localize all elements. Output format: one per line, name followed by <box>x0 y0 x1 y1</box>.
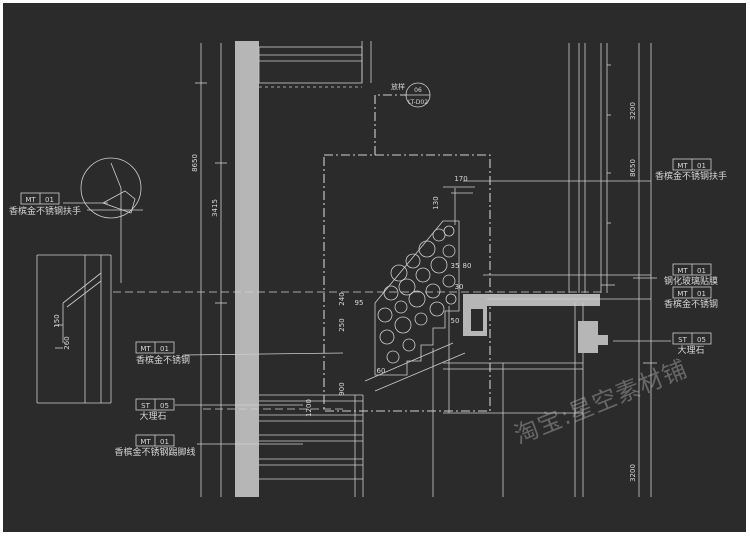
right-handrail-tag-num: 01 <box>697 162 706 170</box>
dim-95: 95 <box>355 299 364 307</box>
dim-right-upper: 3200 <box>629 102 637 120</box>
dim-50: 50 <box>451 317 460 325</box>
dim-170: 170 <box>454 175 467 183</box>
dim-left-detail-b: 260 <box>63 336 71 349</box>
right-steel-tag-num: 01 <box>697 290 706 298</box>
kick-label: 香槟金不锈钢踢脚线 <box>114 446 195 458</box>
dim-left-sub: 3415 <box>211 199 219 217</box>
dim-80: 80 <box>463 262 472 270</box>
dim-60: 60 <box>377 367 386 375</box>
dim-900: 900 <box>338 382 346 395</box>
right-handrail-label: 香槟金不锈钢扶手 <box>655 170 727 182</box>
right-steel-label: 香槟金不锈钢 <box>664 298 718 310</box>
marble-label-left: 大理石 <box>139 410 166 422</box>
dim-30: 30 <box>455 283 464 291</box>
right-marble-tag-num: 05 <box>697 336 706 344</box>
dim-left-detail-a: 150 <box>53 314 61 327</box>
callout-number: 06 <box>414 87 422 94</box>
detail-circle <box>80 157 142 219</box>
handrail-label: 香槟金不锈钢扶手 <box>9 205 81 217</box>
top-slab <box>258 46 363 84</box>
handrail-tag-num: 01 <box>45 196 54 204</box>
glass-label: 钢化玻璃贴膜 <box>664 275 718 287</box>
dim-250: 250 <box>338 318 346 331</box>
linework <box>36 41 671 497</box>
dim-right-lower: 3200 <box>629 464 637 482</box>
glass-tag-code: MT <box>677 267 688 275</box>
marble-tag-num: 05 <box>160 402 169 410</box>
stair-stringer <box>374 220 460 376</box>
steel-label: 香槟金不锈钢 <box>136 354 190 366</box>
landing-slab <box>463 294 600 306</box>
right-handrail-tag-code: MT <box>677 162 688 170</box>
dim-240: 240 <box>338 292 346 305</box>
steel-tag-code: MT <box>140 345 151 353</box>
callout-sheet: LT-D02 <box>408 99 428 106</box>
steel-tag-num: 01 <box>160 345 169 353</box>
main-wall <box>235 41 259 497</box>
right-marble-label: 大理石 <box>677 344 704 356</box>
dim-tread-upper: 1200 <box>305 399 313 417</box>
callout-note: 放样 <box>391 82 405 91</box>
dim-right-total: 8650 <box>629 159 637 177</box>
drawing-canvas: MT 01 MT 01 ST 05 MT 01 MT 01 MT 01 MT 0… <box>3 3 746 532</box>
detail-boundary <box>323 154 491 412</box>
kick-tag-code: MT <box>140 438 151 446</box>
dim-left-total: 8650 <box>191 154 199 172</box>
cad-section-drawing: MT 01 MT 01 ST 05 MT 01 MT 01 MT 01 MT 0… <box>9 41 727 497</box>
kick-tag-num: 01 <box>160 438 169 446</box>
handrail-tag-code: MT <box>25 196 36 204</box>
right-steel-tag-code: MT <box>677 290 688 298</box>
marble-tag-code: ST <box>141 402 150 410</box>
dim-130: 130 <box>432 196 440 209</box>
dim-35: 35 <box>451 262 460 270</box>
glass-tag-num: 01 <box>697 267 706 275</box>
right-marble-tag-code: ST <box>678 336 687 344</box>
stone-infill <box>377 225 457 364</box>
